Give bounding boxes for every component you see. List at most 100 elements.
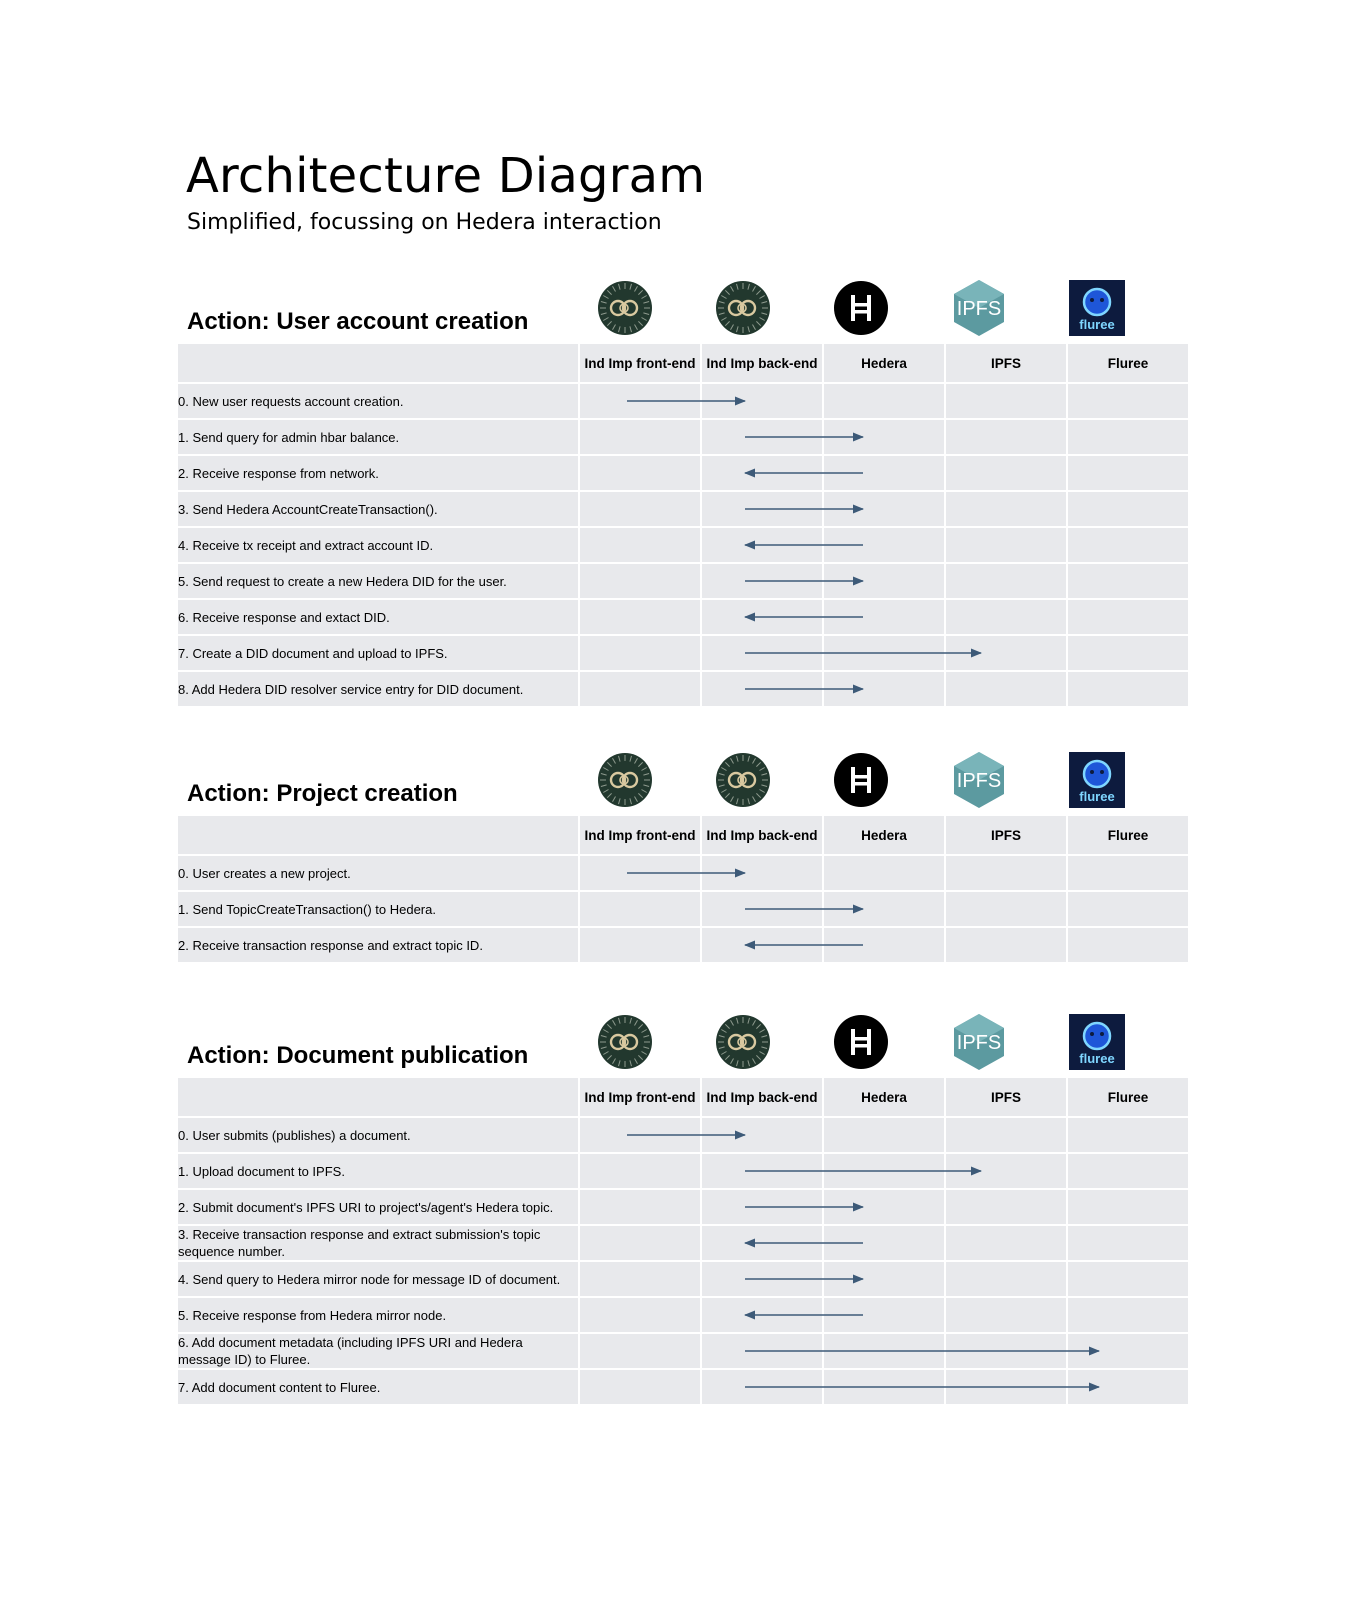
step-label: 4. Send query to Hedera mirror node for … — [178, 1262, 578, 1296]
lane-cell — [1068, 528, 1188, 562]
step-row: 2. Receive response from network. — [178, 456, 1188, 490]
lane-cell — [580, 1370, 700, 1404]
lane-cell — [1068, 1226, 1188, 1260]
svg-text:IPFS: IPFS — [957, 770, 1001, 792]
lane-cell — [702, 420, 822, 454]
column-header: Ind Imp front-end — [580, 816, 700, 854]
lane-cell — [824, 672, 944, 706]
column-header: Ind Imp front-end — [580, 1078, 700, 1116]
step-row: 8. Add Hedera DID resolver service entry… — [178, 672, 1188, 706]
lane-cell — [580, 528, 700, 562]
step-row: 4. Send query to Hedera mirror node for … — [178, 1262, 1188, 1296]
step-row: 0. New user requests account creation. — [178, 384, 1188, 418]
section-title: Action: Project creation — [187, 780, 458, 807]
lane-cell — [946, 528, 1066, 562]
lane-cell — [824, 892, 944, 926]
svg-text:fluree: fluree — [1079, 789, 1114, 804]
lane-cell — [824, 492, 944, 526]
header-empty — [178, 1078, 578, 1116]
lane-cell — [824, 528, 944, 562]
lane-cell — [702, 492, 822, 526]
step-row: 6. Add document metadata (including IPFS… — [178, 1334, 1188, 1368]
lane-cell — [946, 1118, 1066, 1152]
lane-cell — [580, 420, 700, 454]
lane-cell — [1068, 420, 1188, 454]
lane-cell — [1068, 564, 1188, 598]
fluree-logo-icon: fluree — [1067, 1012, 1127, 1072]
step-row: 3. Send Hedera AccountCreateTransaction(… — [178, 492, 1188, 526]
svg-text:IPFS: IPFS — [957, 1032, 1001, 1054]
lane-cell — [946, 600, 1066, 634]
column-header: Fluree — [1068, 816, 1188, 854]
lane-cell — [946, 1262, 1066, 1296]
lane-cell — [1068, 1262, 1188, 1296]
lane-cell — [824, 856, 944, 890]
lane-cell — [702, 928, 822, 962]
lane-cell — [1068, 384, 1188, 418]
lane-cell — [702, 1226, 822, 1260]
ind-imp-logo-icon — [713, 278, 773, 338]
step-label: 4. Receive tx receipt and extract accoun… — [178, 528, 578, 562]
lane-cell — [580, 564, 700, 598]
lane-cell — [946, 1190, 1066, 1224]
column-header: Hedera — [824, 344, 944, 382]
step-row: 5. Receive response from Hedera mirror n… — [178, 1298, 1188, 1332]
step-label: 5. Send request to create a new Hedera D… — [178, 564, 578, 598]
step-label: 1. Upload document to IPFS. — [178, 1154, 578, 1188]
lane-cell — [702, 384, 822, 418]
lane-cell — [580, 600, 700, 634]
hedera-logo-icon — [831, 278, 891, 338]
lane-cell — [702, 892, 822, 926]
column-header: Hedera — [824, 816, 944, 854]
lane-cell — [580, 492, 700, 526]
column-header: Fluree — [1068, 1078, 1188, 1116]
step-row: 6. Receive response and extact DID. — [178, 600, 1188, 634]
column-header: IPFS — [946, 816, 1066, 854]
lane-cell — [946, 672, 1066, 706]
lane-cell — [702, 528, 822, 562]
column-header: Ind Imp back-end — [702, 816, 822, 854]
lane-cell — [824, 636, 944, 670]
column-header: Ind Imp back-end — [702, 344, 822, 382]
lane-cell — [946, 492, 1066, 526]
lane-cell — [1068, 1154, 1188, 1188]
lane-cell — [1068, 672, 1188, 706]
lane-cell — [824, 1118, 944, 1152]
lane-cell — [702, 564, 822, 598]
lane-cell — [1068, 636, 1188, 670]
lane-cell — [702, 1298, 822, 1332]
step-label: 6. Add document metadata (including IPFS… — [178, 1334, 578, 1368]
step-label: 1. Send query for admin hbar balance. — [178, 420, 578, 454]
lane-cell — [824, 1190, 944, 1224]
lane-cell — [1068, 1118, 1188, 1152]
ipfs-logo-icon: IPFS — [949, 278, 1009, 338]
lane-cell — [824, 384, 944, 418]
step-label: 5. Receive response from Hedera mirror n… — [178, 1298, 578, 1332]
fluree-logo-icon: fluree — [1067, 750, 1127, 810]
lane-cell — [946, 636, 1066, 670]
lane-cell — [580, 1262, 700, 1296]
step-row: 5. Send request to create a new Hedera D… — [178, 564, 1188, 598]
lane-cell — [580, 1226, 700, 1260]
step-row: 2. Receive transaction response and extr… — [178, 928, 1188, 962]
fluree-logo-icon: fluree — [1067, 278, 1127, 338]
ipfs-logo-icon: IPFS — [949, 750, 1009, 810]
lane-cell — [702, 672, 822, 706]
step-label: 7. Create a DID document and upload to I… — [178, 636, 578, 670]
lane-cell — [946, 1154, 1066, 1188]
ipfs-logo-icon: IPFS — [949, 1012, 1009, 1072]
column-header: Hedera — [824, 1078, 944, 1116]
step-row: 7. Add document content to Fluree. — [178, 1370, 1188, 1404]
ind-imp-logo-icon — [595, 1012, 655, 1072]
lane-cell — [702, 1190, 822, 1224]
lane-cell — [702, 1118, 822, 1152]
ind-imp-logo-icon — [713, 1012, 773, 1072]
svg-text:IPFS: IPFS — [957, 298, 1001, 320]
lane-cell — [702, 1154, 822, 1188]
lane-cell — [580, 892, 700, 926]
lane-cell — [824, 420, 944, 454]
step-row: 2. Submit document's IPFS URI to project… — [178, 1190, 1188, 1224]
column-header: Ind Imp front-end — [580, 344, 700, 382]
